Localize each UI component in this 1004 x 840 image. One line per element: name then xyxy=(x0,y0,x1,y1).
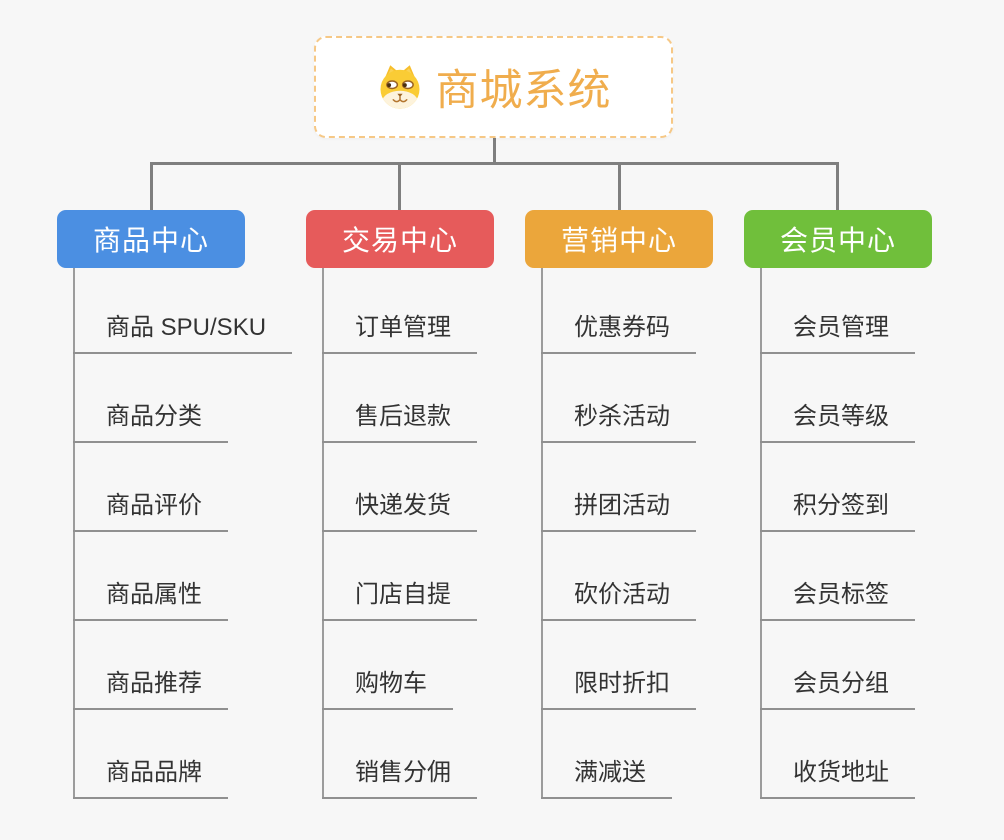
branch-connector-line xyxy=(541,268,543,799)
leaf-node-spend-and-save[interactable]: 满减送 xyxy=(541,758,672,799)
leaf-node-bargain-activity[interactable]: 砍价活动 xyxy=(541,580,696,621)
leaf-node-product-recommend[interactable]: 商品推荐 xyxy=(73,669,228,710)
leaf-node-member-management[interactable]: 会员管理 xyxy=(760,313,915,354)
leaf-node-points-checkin[interactable]: 积分签到 xyxy=(760,491,915,532)
leaf-node-limited-time-discount[interactable]: 限时折扣 xyxy=(541,669,696,710)
leaf-node-product-category[interactable]: 商品分类 xyxy=(73,402,228,443)
leaf-node-coupon-code[interactable]: 优惠券码 xyxy=(541,313,696,354)
leaf-node-express-shipping[interactable]: 快递发货 xyxy=(322,491,477,532)
branch-node-trade-center[interactable]: 交易中心 xyxy=(306,210,494,268)
root-label: 商城系统 xyxy=(435,67,612,115)
shiba-dog-icon xyxy=(380,65,419,109)
connector-root-stem xyxy=(493,138,496,165)
leaf-node-member-tags[interactable]: 会员标签 xyxy=(760,580,915,621)
leaf-node-flash-sale[interactable]: 秒杀活动 xyxy=(541,402,696,443)
leaf-node-product-spu-sku[interactable]: 商品 SPU/SKU xyxy=(73,313,293,354)
connector-drop-product-center xyxy=(150,164,153,210)
branch-connector-line xyxy=(760,268,762,799)
leaf-node-shipping-address[interactable]: 收货地址 xyxy=(760,758,915,799)
branch-node-marketing-center[interactable]: 营销中心 xyxy=(525,210,713,268)
leaf-node-product-review[interactable]: 商品评价 xyxy=(73,491,228,532)
branch-label: 会员中心 xyxy=(779,225,896,256)
branch-connector-line xyxy=(322,268,324,799)
leaf-node-member-level[interactable]: 会员等级 xyxy=(760,402,915,443)
connector-drop-member-center xyxy=(836,164,839,210)
branch-node-product-center[interactable]: 商品中心 xyxy=(57,210,245,268)
leaf-node-order-management[interactable]: 订单管理 xyxy=(322,313,477,354)
branch-label: 交易中心 xyxy=(341,225,458,256)
leaf-node-member-groups[interactable]: 会员分组 xyxy=(760,669,915,710)
branch-label: 营销中心 xyxy=(560,225,677,256)
connector-drop-trade-center xyxy=(398,164,401,210)
connector-drop-marketing-center xyxy=(618,164,621,210)
branch-product-center: 商品中心 商品 SPU/SKU 商品分类 商品评价 商品属性 商品推荐 商品品牌 xyxy=(57,210,317,802)
root-node-mall-system[interactable]: 商城系统 xyxy=(314,36,673,138)
leaf-node-product-attribute[interactable]: 商品属性 xyxy=(73,580,228,621)
branch-node-member-center[interactable]: 会员中心 xyxy=(744,210,932,268)
branch-connector-line xyxy=(73,268,75,799)
leaf-node-product-brand[interactable]: 商品品牌 xyxy=(73,758,228,799)
connector-horizontal-bar xyxy=(150,162,839,165)
branch-marketing-center: 营销中心 优惠券码 秒杀活动 拼团活动 砍价活动 限时折扣 满减送 xyxy=(525,210,785,802)
leaf-node-group-buying[interactable]: 拼团活动 xyxy=(541,491,696,532)
branch-label: 商品中心 xyxy=(92,225,209,256)
branch-member-center: 会员中心 会员管理 会员等级 积分签到 会员标签 会员分组 收货地址 xyxy=(744,210,1004,802)
leaf-node-sales-commission[interactable]: 销售分佣 xyxy=(322,758,477,799)
branch-trade-center: 交易中心 订单管理 售后退款 快递发货 门店自提 购物车 销售分佣 xyxy=(306,210,566,802)
leaf-node-after-sale-refund[interactable]: 售后退款 xyxy=(322,402,477,443)
leaf-node-shopping-cart[interactable]: 购物车 xyxy=(322,669,453,710)
leaf-node-store-pickup[interactable]: 门店自提 xyxy=(322,580,477,621)
